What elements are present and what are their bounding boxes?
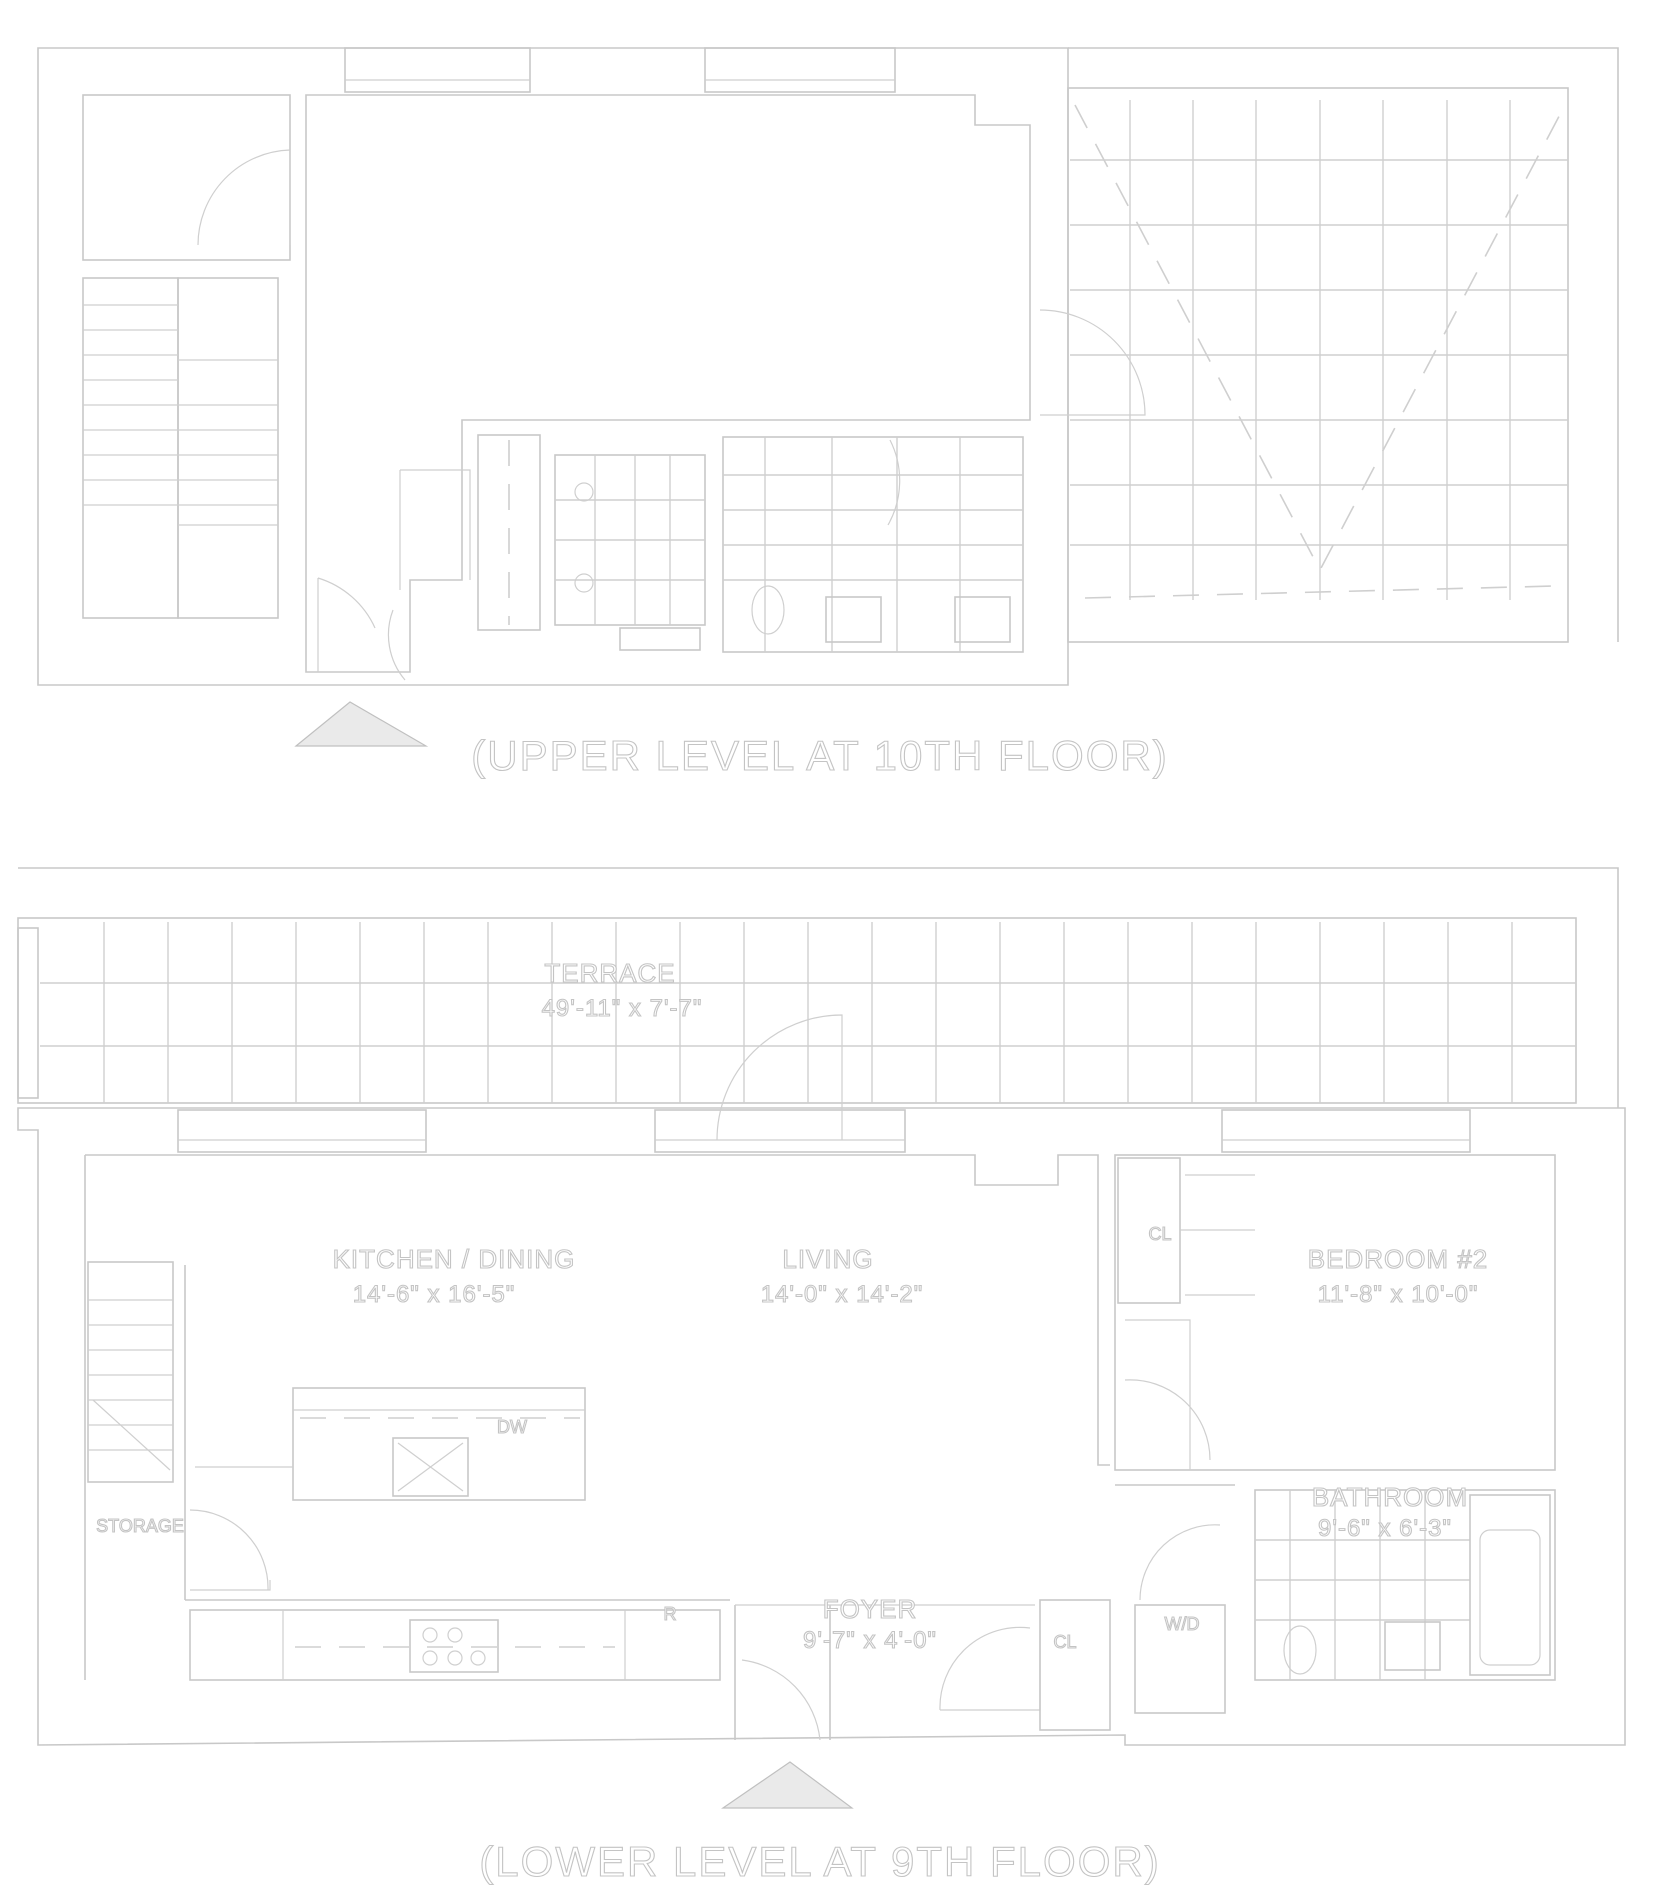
lower-level-title: (LOWER LEVEL AT 9TH FLOOR) [479, 1838, 1160, 1885]
bedroom-dims: 11'-8" x 10'-0" [1318, 1281, 1479, 1308]
bathroom-dims: 9'-6" x 6'-3" [1318, 1515, 1452, 1542]
kitchen-dims: 14'-6" x 16'-5" [353, 1281, 516, 1308]
washer-dryer-label: W/D [1165, 1614, 1200, 1634]
upper-bath [554, 436, 1024, 653]
lower-terrace: TERRACE 49'-11" x 7'-7" [17, 867, 1619, 1108]
upper-stair [82, 277, 279, 619]
lower-level-plan: TERRACE 49'-11" x 7'-7" STO [17, 867, 1626, 1886]
upper-level-title: (UPPER LEVEL AT 10TH FLOOR) [471, 732, 1168, 779]
foyer: CL FOYER 9'-7" x 4'-0" [734, 1593, 1111, 1741]
upper-entry-arrow [294, 701, 429, 747]
foyer-closet-label: CL [1053, 1632, 1076, 1652]
kitchen-label: KITCHEN / DINING [333, 1244, 576, 1274]
upper-terrace [1039, 47, 1619, 643]
bedroom-2: CL BEDROOM #2 11'-8" x 10'-0" [1114, 1154, 1556, 1471]
storage-label: STORAGE [96, 1516, 184, 1536]
upper-level-plan: (UPPER LEVEL AT 10TH FLOOR) [37, 47, 1619, 780]
bedroom-label: BEDROOM #2 [1308, 1244, 1489, 1274]
bathroom-label: BATHROOM [1312, 1482, 1468, 1512]
dishwasher-label: DW [497, 1417, 527, 1437]
kitchen-island: DW [292, 1387, 586, 1501]
terrace-label: TERRACE [544, 958, 675, 988]
kitchen-counter: R [189, 1603, 721, 1681]
bathroom: BATHROOM 9'-6" x 6'-3" [1254, 1481, 1556, 1681]
foyer-dims: 9'-7" x 4'-0" [803, 1627, 937, 1654]
terrace-dims: 49'-11" x 7'-7" [542, 995, 703, 1022]
laundry: W/D [1115, 1484, 1235, 1714]
lower-stair [87, 1261, 186, 1600]
living-label: LIVING [782, 1244, 873, 1274]
lower-entry-arrow [721, 1761, 854, 1809]
refrigerator-label: R [664, 1604, 677, 1624]
bedroom-closet-label: CL [1148, 1224, 1171, 1244]
living-dims: 14'-0" x 14'-2" [761, 1281, 924, 1308]
foyer-label: FOYER [823, 1594, 918, 1624]
